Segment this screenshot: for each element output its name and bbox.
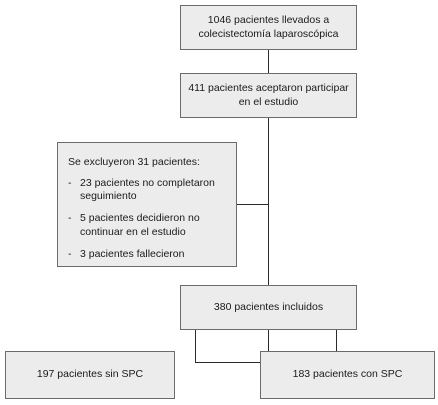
connector-split-left [195, 330, 196, 363]
step-box-accepted: 411 pacientes aceptaron participar en el… [180, 73, 357, 118]
group-box-with-spc: 183 pacientes con SPC [260, 351, 435, 399]
connector-exclusion [237, 204, 268, 205]
exclusion-item: 3 pacientes fallecieron [68, 248, 226, 261]
connector-2-3 [268, 118, 269, 285]
connector-3-split [268, 328, 269, 362]
exclusion-box: Se excluyeron 31 pacientes: 23 pacientes… [57, 142, 237, 267]
step-accepted-label: 411 pacientes aceptaron participar en el… [188, 82, 349, 108]
exclusion-item: 23 pacientes no completaron seguimiento [68, 177, 226, 203]
step-box-included: 380 pacientes incluidos [180, 285, 357, 330]
exclusion-item: 5 pacientes decidieron no continuar en e… [68, 212, 226, 238]
group-with-spc-label: 183 pacientes con SPC [292, 368, 403, 381]
connector-1-2 [268, 50, 269, 73]
connector-split-right [336, 330, 337, 363]
step-included-label: 380 pacientes incluidos [213, 300, 324, 313]
exclusion-list: 23 pacientes no completaron seguimiento … [68, 177, 226, 261]
group-without-spc-label: 197 pacientes sin SPC [36, 368, 144, 381]
step-box-surgery: 1046 pacientes llevados a colecistectomí… [180, 5, 357, 50]
exclusion-title: Se excluyeron 31 pacientes: [68, 156, 200, 168]
group-box-without-spc: 197 pacientes sin SPC [5, 351, 175, 399]
step-surgery-label: 1046 pacientes llevados a colecistectomí… [198, 14, 339, 40]
